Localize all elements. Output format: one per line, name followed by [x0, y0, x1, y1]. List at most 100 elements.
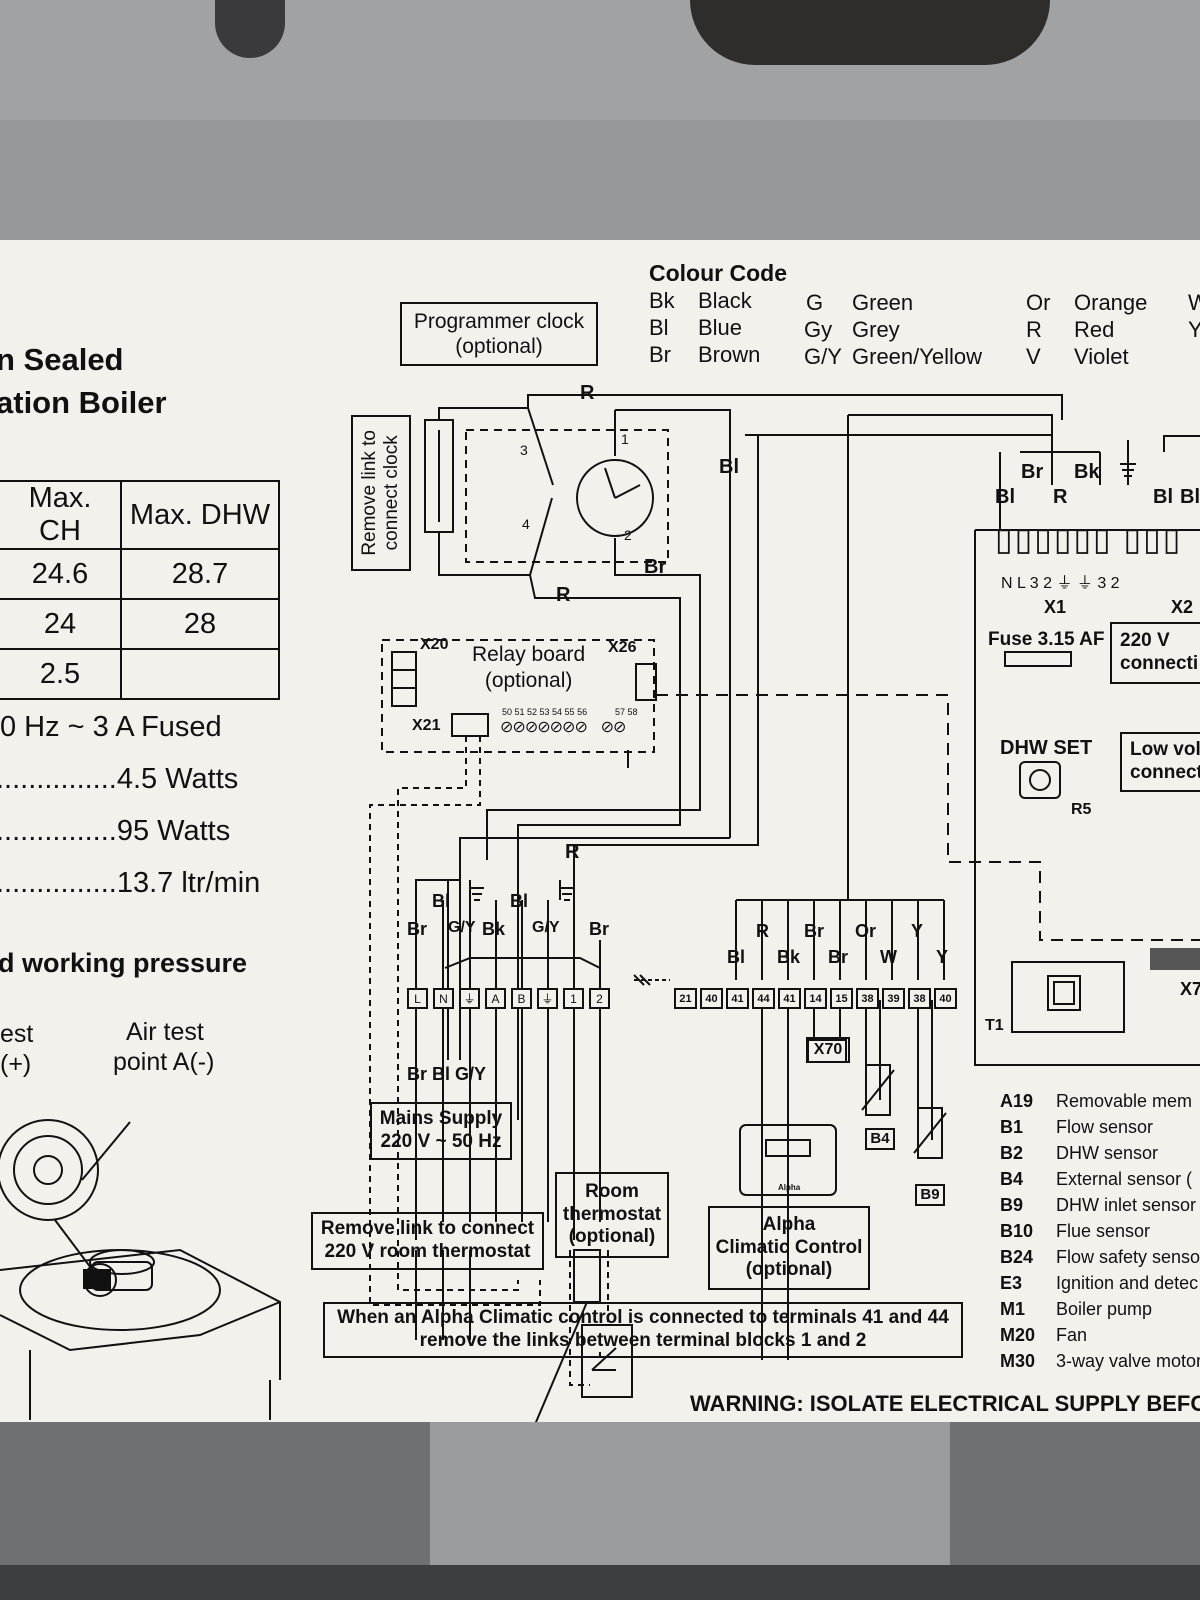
- x21-label: X21: [412, 717, 441, 734]
- component-description: 3-way valve motor: [1056, 1351, 1200, 1371]
- cc-code: G: [806, 290, 824, 315]
- cc-name: Grey: [852, 317, 900, 342]
- component-description: Flow safety senso: [1056, 1247, 1200, 1267]
- wire-label: Bk: [777, 947, 801, 967]
- spec-line: ...............13.7 ltr/min: [0, 867, 261, 899]
- climatic-terminal: 15: [830, 988, 853, 1009]
- climatic-terminal: 40: [700, 988, 723, 1009]
- cc-code: Br: [649, 342, 671, 367]
- cc-name: Orange: [1074, 290, 1148, 315]
- cc-code: Or: [1026, 290, 1051, 315]
- wire-label: Bl: [719, 456, 739, 478]
- component-description: Fan: [1056, 1325, 1088, 1345]
- wire-label: Bl: [1153, 486, 1173, 508]
- r5-label: R5: [1071, 801, 1092, 818]
- spec-line: ...............4.5 Watts: [0, 763, 239, 795]
- boiler-title-line2: ation Boiler: [0, 385, 167, 420]
- wire-label: Br: [644, 556, 667, 578]
- climatic-terminal: 41: [778, 988, 801, 1009]
- wire-label: R: [756, 921, 769, 941]
- b4-box: B4: [865, 1128, 895, 1150]
- component-code: B4: [1000, 1169, 1024, 1189]
- wiring-label: n Sealed ation Boiler Max. CH Max. DHW 2…: [0, 240, 1200, 1422]
- pressure-heading: d working pressure: [0, 948, 248, 978]
- clock-terminal: 4: [522, 516, 530, 532]
- relay-terminals-row: ⊘⊘⊘⊘⊘⊘⊘ ⊘⊘: [500, 719, 626, 736]
- terminal-N: N: [433, 988, 454, 1009]
- cc-code: R: [1026, 317, 1042, 342]
- x70-box: X70: [806, 1037, 850, 1063]
- conn-220-box: 220 V connecti: [1110, 622, 1200, 684]
- x20-label: X20: [420, 636, 449, 653]
- remove-link-room-box: Remove link to connect 220 V room thermo…: [311, 1212, 544, 1270]
- clock-terminal: 1: [621, 431, 629, 447]
- cc-code: Bk: [649, 288, 675, 313]
- component-code: M1: [1000, 1299, 1026, 1319]
- b9-box: B9: [915, 1184, 945, 1206]
- alpha-climatic-box: Alpha Climatic Control (optional): [708, 1206, 870, 1290]
- colour-code-title: Colour Code: [649, 260, 787, 286]
- component-code: E3: [1000, 1273, 1023, 1293]
- remove-link-clock-text: Remove link to connect clock: [359, 430, 403, 556]
- boiler-illustration: [0, 1119, 281, 1420]
- relay-board-label: Relay board (optional): [472, 643, 586, 693]
- component-description: External sensor (: [1056, 1169, 1193, 1189]
- wire-label: Br: [1021, 461, 1044, 483]
- fuse-label: Fuse 3.15 AF: [988, 629, 1105, 650]
- wire-label: Bl: [1180, 486, 1200, 508]
- t1-label: T1: [985, 1017, 1004, 1034]
- component-description: Removable mem: [1056, 1091, 1193, 1111]
- climatic-terminal: 14: [804, 988, 827, 1009]
- cc-code: Gy: [804, 317, 833, 342]
- x26-label: X26: [608, 639, 637, 656]
- climatic-terminal: 39: [882, 988, 905, 1009]
- cc-name: Brown: [698, 342, 761, 367]
- wire-label: Y: [936, 947, 949, 967]
- wire-label: R: [580, 382, 595, 404]
- component-code: A19: [1000, 1091, 1034, 1111]
- boiler-title-line1: n Sealed: [0, 342, 124, 377]
- clock-terminal: 2: [624, 527, 632, 543]
- clock-terminal: 3: [520, 442, 528, 458]
- mains-bottom-labels: Br Bl G/Y: [407, 1064, 487, 1084]
- grommet: [690, 0, 1050, 65]
- x2-label: X2: [1171, 597, 1194, 617]
- climatic-terminal: 41: [726, 988, 749, 1009]
- room-thermostat-box: Room thermostat (optional): [555, 1172, 669, 1258]
- spec-line: 0 Hz ~ 3 A Fused: [0, 711, 222, 743]
- wire-label: Bk: [1074, 461, 1100, 483]
- warning-text: WARNING: ISOLATE ELECTRICAL SUPPLY BEFO: [690, 1391, 1200, 1416]
- air-test-right: Air test: [126, 1018, 204, 1046]
- spec-line: ...............95 Watts: [0, 815, 231, 847]
- wire-label: Br: [828, 947, 849, 967]
- dhw-set-label: DHW SET: [1000, 737, 1093, 759]
- cc-code: W: [1188, 290, 1200, 315]
- air-test-left-sign: (+): [0, 1050, 32, 1078]
- air-test-left: est: [0, 1020, 34, 1048]
- air-test-right-point: point A(-): [113, 1048, 215, 1076]
- table-row: 2.5: [0, 648, 280, 700]
- cell: 24.6: [0, 548, 122, 600]
- relay-terminal-numbers: 50 51 52 53 54 55 56: [502, 707, 588, 717]
- cc-code: G/Y: [804, 344, 842, 369]
- table-header-row: Max. CH Max. DHW: [0, 480, 280, 550]
- component-description: DHW sensor: [1056, 1143, 1159, 1163]
- wire-label: Y: [911, 921, 924, 941]
- cell: 28.7: [120, 548, 280, 600]
- wire-label: G/Y: [532, 919, 560, 936]
- cc-code: Bl: [649, 315, 669, 340]
- wire-label: W: [880, 947, 897, 967]
- component-description: Ignition and detec: [1056, 1273, 1199, 1293]
- cc-name: Black: [698, 288, 752, 313]
- component-code: M30: [1000, 1351, 1036, 1371]
- climatic-terminal: 40: [934, 988, 957, 1009]
- mains-supply-box: Mains Supply 220 V ~ 50 Hz: [370, 1102, 512, 1160]
- climatic-terminal: 21: [674, 988, 697, 1009]
- terminal-earth: ⏚: [459, 988, 480, 1009]
- wire-label: R: [556, 584, 571, 606]
- relay-terminal-numbers-2: 57 58: [615, 707, 638, 717]
- component-description: Flue sensor: [1056, 1221, 1151, 1241]
- terminal-A: A: [485, 988, 506, 1009]
- wire-label: R: [1053, 486, 1068, 508]
